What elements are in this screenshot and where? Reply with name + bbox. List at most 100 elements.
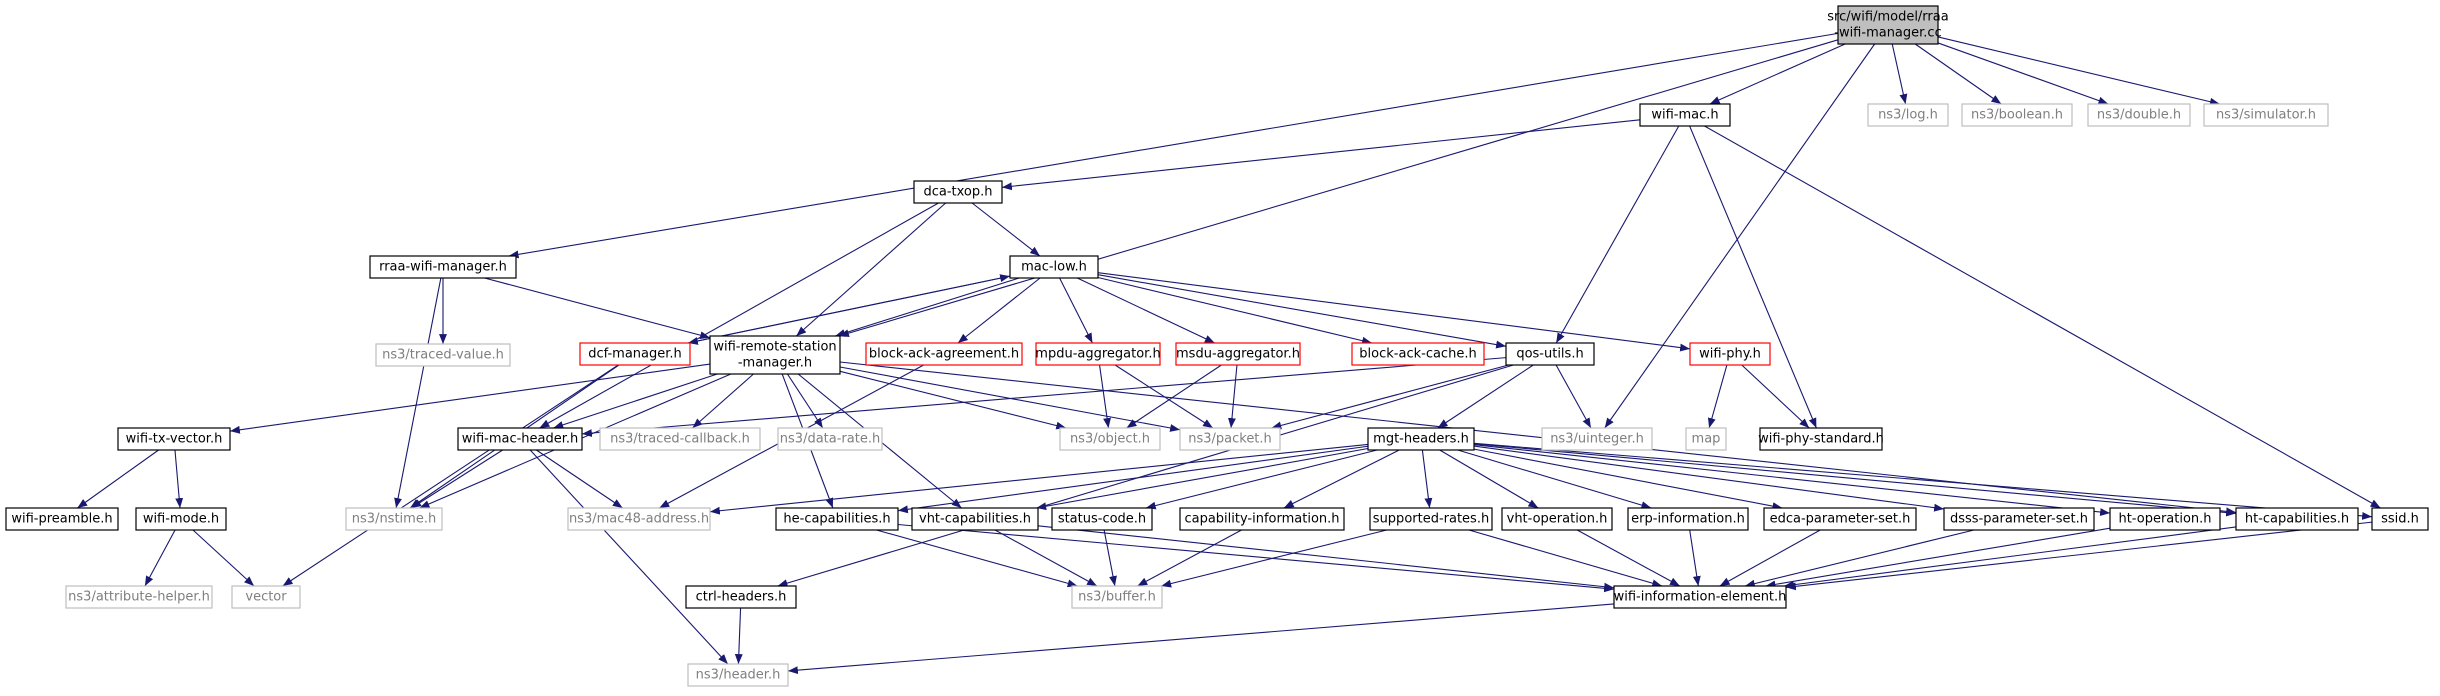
node-ns3-data-rate-h[interactable]: ns3/data-rate.h xyxy=(777,427,883,451)
node-label: wifi-mac.h xyxy=(1651,108,1718,123)
node-label: ns3/packet.h xyxy=(1188,432,1272,447)
node-ns3-uinteger-h[interactable]: ns3/uinteger.h xyxy=(1541,427,1653,451)
edge-dcf-manager-h-to-vector xyxy=(282,364,619,587)
edge-mac-low-h-to-mpdu-aggregator-h xyxy=(1059,277,1093,344)
edge-wifi-mac-header-h-to-ns3-nstime-h xyxy=(411,449,503,509)
node-dsss-parameter-set-h[interactable]: dsss-parameter-set.h xyxy=(1943,507,2095,531)
node-box xyxy=(599,427,761,451)
edge-wifi-tx-vector-h-to-wifi-mode-h xyxy=(174,449,184,509)
node-he-capabilities-h[interactable]: he-capabilities.h xyxy=(775,507,899,531)
node-ns3-packet-h[interactable]: ns3/packet.h xyxy=(1179,427,1281,451)
node-vector[interactable]: vector xyxy=(231,585,301,609)
node-ht-operation-h[interactable]: ht-operation.h xyxy=(2109,507,2221,531)
edge-ht-capabilities-h-to-wifi-information-element-h xyxy=(1784,526,2237,589)
node-box xyxy=(1035,342,1161,366)
node-ns3-traced-callback-h[interactable]: ns3/traced-callback.h xyxy=(599,427,761,451)
node-label: wifi-tx-vector.h xyxy=(126,432,223,447)
node-block-ack-cache-h[interactable]: block-ack-cache.h xyxy=(1351,342,1485,366)
edge-msdu-aggregator-h-to-ns3-object-h xyxy=(1126,364,1222,429)
node-label: ns3/buffer.h xyxy=(1078,590,1156,605)
node-msdu-aggregator-h[interactable]: msdu-aggregator.h xyxy=(1175,342,1301,366)
node-dcf-manager-h[interactable]: dcf-manager.h xyxy=(579,342,691,366)
node-label: wifi-preamble.h xyxy=(11,512,112,527)
node-ht-capabilities-h[interactable]: ht-capabilities.h xyxy=(2235,507,2359,531)
node-wifi-phy-h[interactable]: wifi-phy.h xyxy=(1689,342,1771,366)
node-map[interactable]: map xyxy=(1685,427,1727,451)
node-mac-low-h[interactable]: mac-low.h xyxy=(1009,255,1099,279)
node-ns3-mac48-address-h[interactable]: ns3/mac48-address.h xyxy=(567,507,711,531)
node-box xyxy=(865,342,1023,366)
node-ns3-boolean-h[interactable]: ns3/boolean.h xyxy=(1961,103,2073,127)
node-rraa-wifi-manager-h[interactable]: rraa-wifi-manager.h xyxy=(369,255,517,279)
node-block-ack-agreement-h[interactable]: block-ack-agreement.h xyxy=(865,342,1023,366)
node-vht-operation-h[interactable]: vht-operation.h xyxy=(1501,507,1613,531)
node-mpdu-aggregator-h[interactable]: mpdu-aggregator.h xyxy=(1035,342,1161,366)
node-box xyxy=(913,180,1003,204)
node-ns3-nstime-h[interactable]: ns3/nstime.h xyxy=(345,507,443,531)
node-erp-information-h[interactable]: erp-information.h xyxy=(1627,507,1749,531)
node-label: erp-information.h xyxy=(1631,512,1745,527)
node-label: mgt-headers.h xyxy=(1373,432,1469,447)
node-vht-capabilities-h[interactable]: vht-capabilities.h xyxy=(911,507,1039,531)
edge-wifi-information-element-h-to-ns3-header-h xyxy=(787,603,1615,675)
edge-dca-txop-h-to-wifi-remote-station-manager-h xyxy=(795,202,947,337)
node-label: wifi-phy.h xyxy=(1699,347,1761,362)
edge-mgt-headers-h-to-he-capabilities-h xyxy=(897,445,1369,514)
node-box xyxy=(1175,342,1301,366)
node-dca-txop-h[interactable]: dca-txop.h xyxy=(913,180,1003,204)
edge-qos-utils-h-to-ns3-packet-h xyxy=(1271,364,1509,430)
node-ns3-double-h[interactable]: ns3/double.h xyxy=(2087,103,2191,127)
node-label: wifi-phy-standard.h xyxy=(1758,432,1884,447)
node-box xyxy=(1501,507,1613,531)
edge-vht-capabilities-h-to-wifi-information-element-h xyxy=(1037,525,1615,591)
node-label: ns3/log.h xyxy=(1878,108,1938,123)
node-ns3-buffer-h[interactable]: ns3/buffer.h xyxy=(1071,585,1163,609)
node-wifi-phy-standard-h[interactable]: wifi-phy-standard.h xyxy=(1758,427,1884,451)
node-wifi-mac-header-h[interactable]: wifi-mac-header.h xyxy=(457,427,583,451)
node-wifi-preamble-h[interactable]: wifi-preamble.h xyxy=(5,507,119,531)
node-supported-rates-h[interactable]: supported-rates.h xyxy=(1369,507,1493,531)
node-wifi-mode-h[interactable]: wifi-mode.h xyxy=(135,507,227,531)
edge-ht-operation-h-to-wifi-information-element-h xyxy=(1765,527,2111,589)
node-mgt-headers-h[interactable]: mgt-headers.h xyxy=(1367,427,1475,451)
node-box xyxy=(775,507,899,531)
edge-rraa-wifi-manager-h-to-ns3-nstime-h xyxy=(394,277,442,509)
node-ns3-attribute-helper-h[interactable]: ns3/attribute-helper.h xyxy=(65,585,213,609)
node-edca-parameter-set-h[interactable]: edca-parameter-set.h xyxy=(1763,507,1917,531)
node-ns3-log-h[interactable]: ns3/log.h xyxy=(1867,103,1949,127)
node-ns3-simulator-h[interactable]: ns3/simulator.h xyxy=(2203,103,2329,127)
edge-mgt-headers-h-to-capability-information-h xyxy=(1283,449,1400,509)
node-box xyxy=(2235,507,2359,531)
node-ns3-header-h[interactable]: ns3/header.h xyxy=(687,663,789,687)
node-wifi-mac-h[interactable]: wifi-mac.h xyxy=(1639,103,1731,127)
node-ns3-traced-value-h[interactable]: ns3/traced-value.h xyxy=(375,343,511,367)
edge-wifi-phy-h-to-wifi-phy-standard-h xyxy=(1741,364,1810,429)
node-ns3-object-h[interactable]: ns3/object.h xyxy=(1059,427,1161,451)
edge-mpdu-aggregator-h-to-ns3-object-h xyxy=(1099,364,1111,429)
node-label: rraa-wifi-manager.h xyxy=(379,260,507,275)
node-label: dcf-manager.h xyxy=(588,347,682,362)
node-box xyxy=(1369,507,1493,531)
edge-mgt-headers-h-to-vht-operation-h xyxy=(1439,449,1539,509)
node-label: qos-utils.h xyxy=(1516,347,1583,362)
node-ctrl-headers-h[interactable]: ctrl-headers.h xyxy=(685,585,797,609)
node-wifi-remote-station-manager-h[interactable]: wifi-remote-station-manager.h xyxy=(709,335,841,375)
nodes-layer: src/wifi/model/rraa-wifi-manager.cc wifi-… xyxy=(5,5,2429,687)
edge-wifi-mac-h-to-dca-txop-h xyxy=(1001,119,1641,191)
node-box xyxy=(1051,507,1153,531)
edge-root-to-wifi-remote-station-manager-h xyxy=(838,39,1839,337)
edge-mgt-headers-h-to-status-code-h xyxy=(1145,449,1378,510)
node-root[interactable]: src/wifi/model/rraa-wifi-manager.cc xyxy=(1827,5,1949,45)
edge-wifi-mac-header-h-to-ns3-header-h xyxy=(529,449,729,665)
node-label: status-code.h xyxy=(1058,512,1146,527)
node-label: ns3/traced-value.h xyxy=(382,348,504,363)
node-status-code-h[interactable]: status-code.h xyxy=(1051,507,1153,531)
node-qos-utils-h[interactable]: qos-utils.h xyxy=(1505,342,1595,366)
node-wifi-information-element-h[interactable]: wifi-information-element.h xyxy=(1613,585,1787,609)
node-capability-information-h[interactable]: capability-information.h xyxy=(1179,507,1345,531)
node-wifi-tx-vector-h[interactable]: wifi-tx-vector.h xyxy=(117,427,231,451)
node-box xyxy=(1837,5,1939,45)
node-ssid-h[interactable]: ssid.h xyxy=(2371,507,2429,531)
edge-wifi-mac-h-to-ssid-h xyxy=(1704,125,2381,509)
edge-mgt-headers-h-to-erp-information-h xyxy=(1457,449,1652,509)
